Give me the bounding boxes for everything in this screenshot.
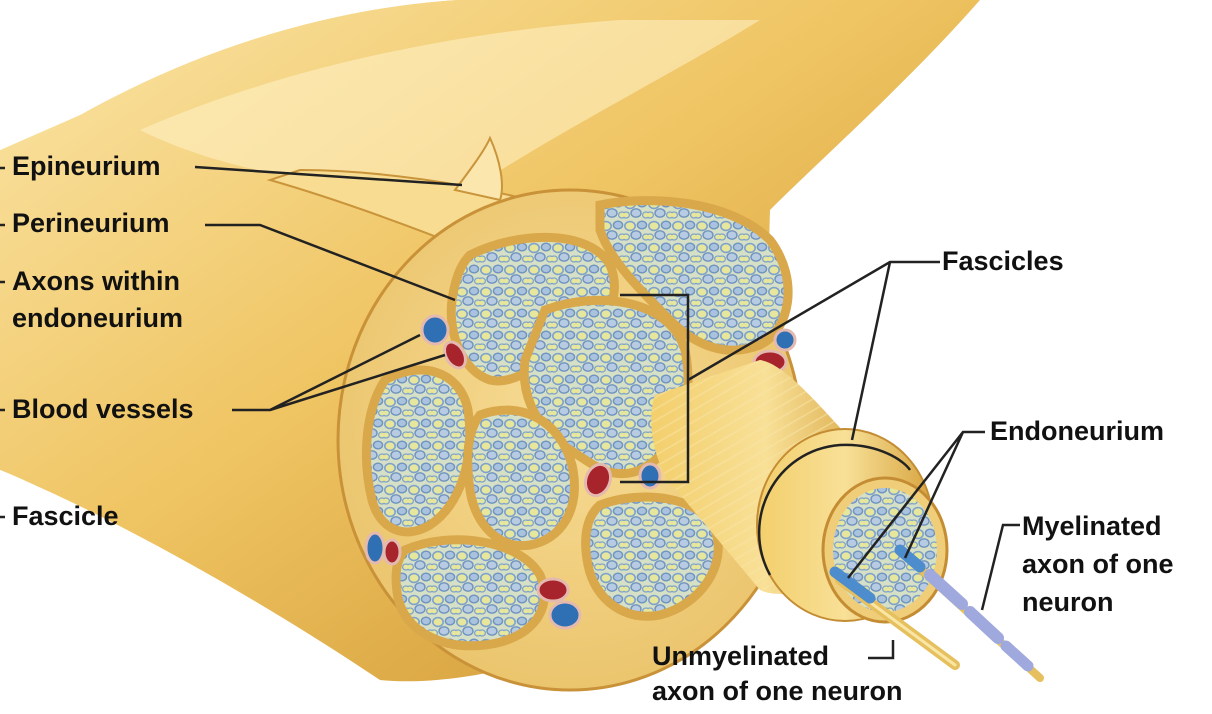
label-fascicle: Fascicle: [12, 500, 119, 533]
label-unmyelinated-line1: Unmyelinated: [652, 640, 829, 673]
label-axons-line2: endoneurium: [12, 302, 183, 335]
leader-fascicles: [852, 262, 890, 440]
label-fascicles: Fascicles: [942, 245, 1064, 278]
vein-2: [640, 464, 660, 488]
artery-3: [384, 540, 400, 564]
vein-5: [775, 330, 795, 350]
label-epineurium: Epineurium: [12, 150, 161, 183]
vein-1: [422, 316, 448, 344]
label-myelinated-line3: neuron: [1022, 586, 1114, 619]
artery-4: [538, 579, 568, 601]
label-endoneurium: Endoneurium: [990, 415, 1164, 448]
fascicle-axons: [833, 488, 937, 612]
label-blood-vessels: Blood vessels: [12, 393, 194, 426]
leader-myelinated: [982, 525, 1020, 610]
vein-4: [550, 602, 580, 628]
label-axons-line1: Axons within: [12, 265, 180, 298]
label-myelinated-line1: Myelinated: [1022, 510, 1162, 543]
leader-unmyelinated: [868, 640, 893, 658]
label-perineurium: Perineurium: [12, 207, 170, 240]
fascicle-bottom-left: [396, 540, 544, 646]
label-unmyelinated-line2: axon of one neuron: [652, 675, 903, 708]
fascicle-middle: [468, 410, 575, 546]
vein-3: [366, 533, 384, 563]
label-myelinated-line2: axon of one: [1022, 548, 1174, 581]
